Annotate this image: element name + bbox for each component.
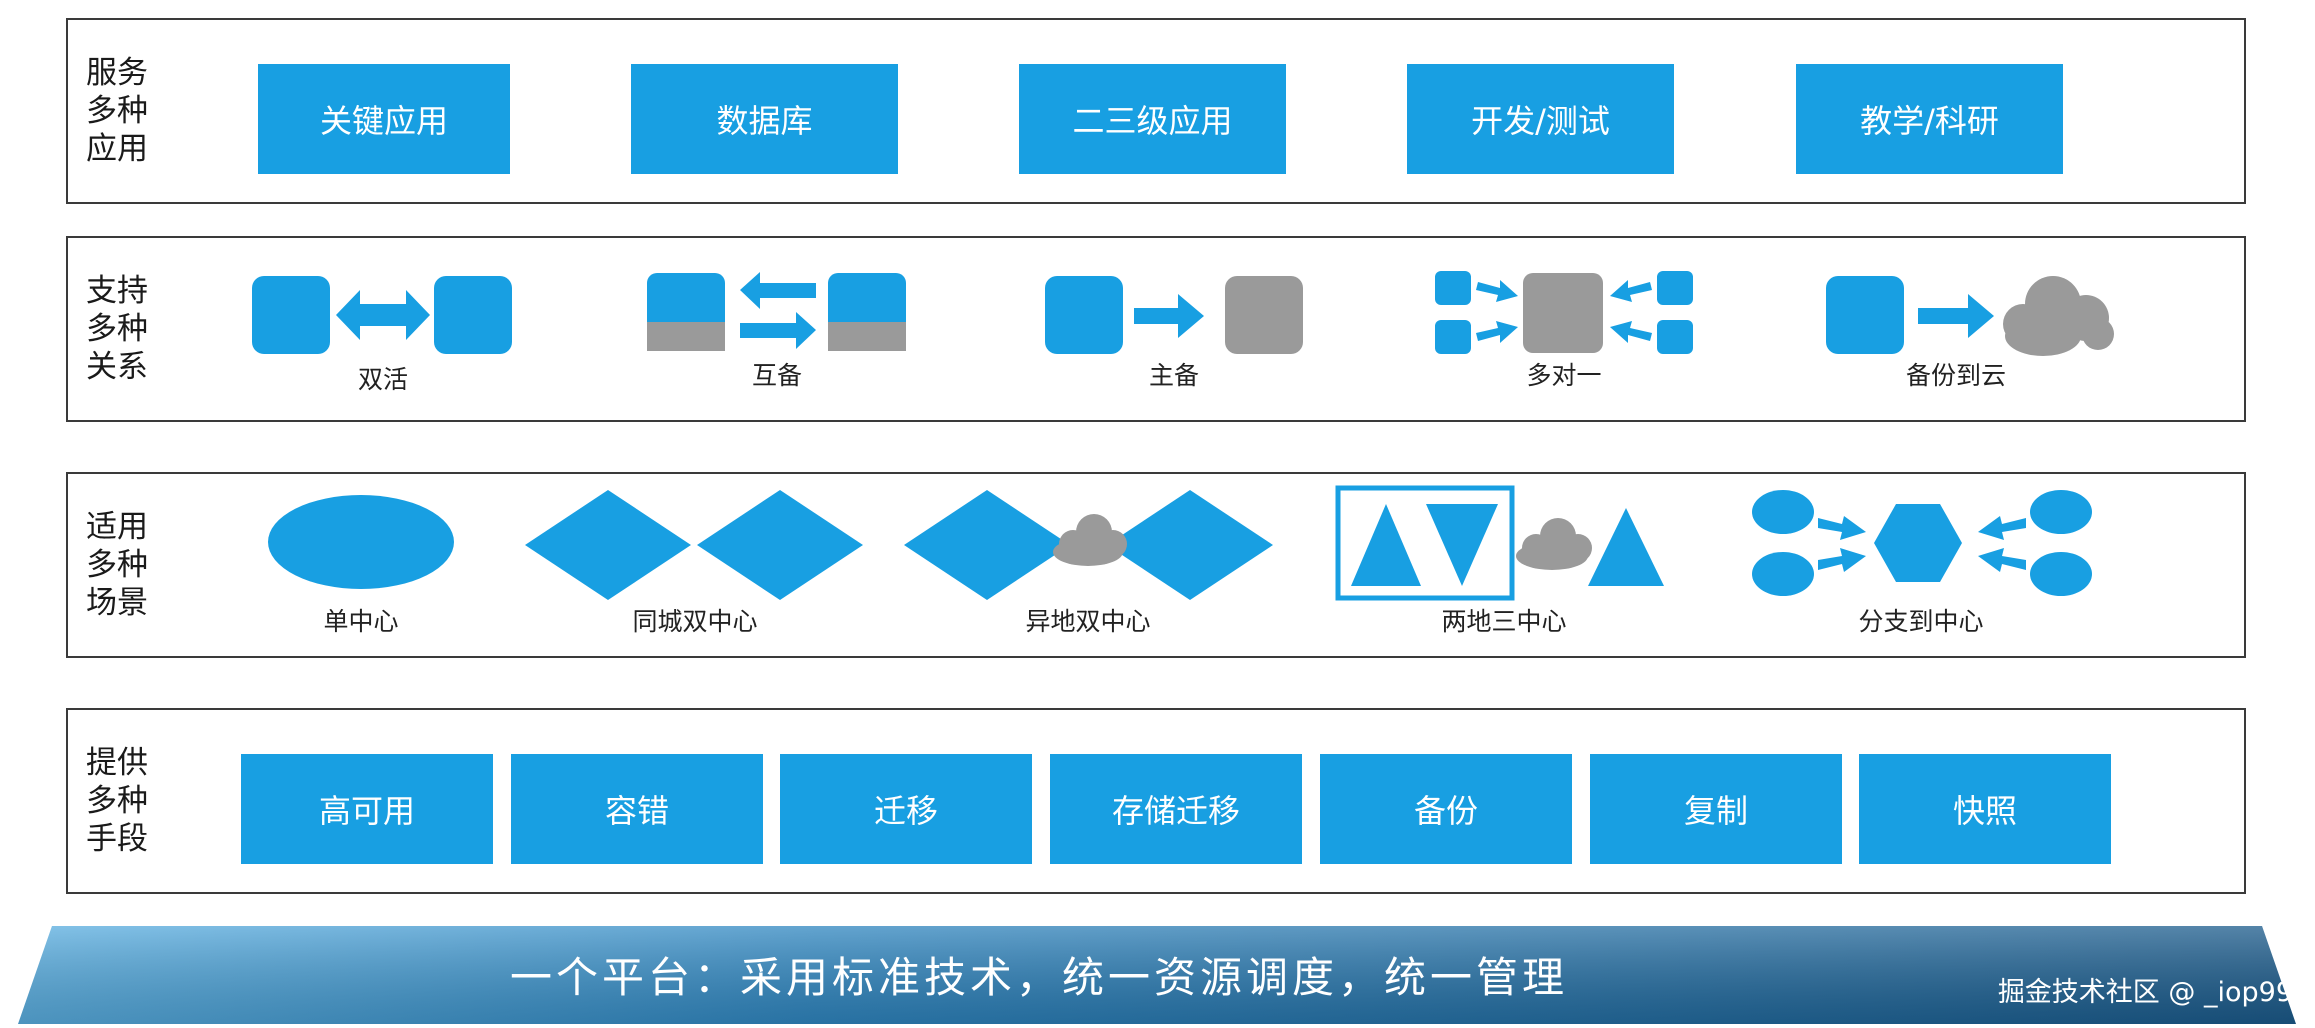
row-methods: 提供 多种 手段 高可用 容错 迁移 存储迁移 备份 复制 快照 bbox=[66, 708, 2246, 894]
mutual-backup-icon bbox=[647, 272, 906, 351]
label-line: 服务 bbox=[86, 55, 148, 91]
scenario-caption-single-center: 单中心 bbox=[323, 607, 399, 636]
service-box-database: 数据库 bbox=[631, 64, 898, 174]
relation-caption-backup-to-cloud: 备份到云 bbox=[1905, 361, 2007, 390]
relation-caption-mutual-backup: 互备 bbox=[751, 361, 803, 390]
watermark: 掘金技术社区 @ _iop99 bbox=[1997, 977, 2293, 1008]
row-scenarios: 适用 多种 场景 bbox=[66, 472, 2246, 658]
label-line: 提供 bbox=[86, 745, 148, 781]
row-services: 服务 多种 应用 关键应用 数据库 二三级应用 开发/测试 教学/科研 bbox=[66, 18, 2246, 204]
relation-caption-primary-standby: 主备 bbox=[1148, 361, 1200, 390]
relation-caption-many-to-one: 多对一 bbox=[1526, 361, 1602, 390]
method-box-migration: 迁移 bbox=[780, 754, 1032, 864]
platform-banner-text: 一个平台：采用标准技术，统一资源调度，统一管理 bbox=[510, 953, 1569, 1002]
scenarios-graphics bbox=[268, 485, 2092, 601]
service-box-dev-test: 开发/测试 bbox=[1407, 64, 1674, 174]
label-line: 多种 bbox=[86, 547, 148, 583]
platform-banner bbox=[18, 926, 2296, 1024]
label-line: 多种 bbox=[86, 783, 148, 819]
scenario-caption-remote-dual: 异地双中心 bbox=[1025, 607, 1151, 636]
many-to-one-icon bbox=[1435, 271, 1693, 354]
label-line: 应用 bbox=[86, 131, 148, 167]
row-label-services: 服务 多种 应用 bbox=[86, 54, 156, 168]
label-line: 关系 bbox=[86, 349, 148, 385]
label-line: 多种 bbox=[86, 311, 148, 347]
same-city-dual-center-icon bbox=[525, 490, 863, 600]
label-line: 多种 bbox=[86, 93, 148, 129]
backup-to-cloud-icon bbox=[1826, 276, 2114, 356]
branch-to-center-icon bbox=[1752, 490, 2092, 596]
method-box-high-availability: 高可用 bbox=[241, 754, 493, 864]
relations-graphics bbox=[252, 271, 2114, 356]
label-line: 手段 bbox=[86, 821, 148, 857]
single-center-ellipse-icon bbox=[268, 495, 454, 589]
row-label-relations: 支持 多种 关系 bbox=[86, 272, 156, 386]
label-line: 适用 bbox=[86, 509, 148, 545]
method-box-storage-migration: 存储迁移 bbox=[1050, 754, 1302, 864]
relation-caption-active-active: 双活 bbox=[357, 365, 409, 394]
method-box-backup: 备份 bbox=[1320, 754, 1572, 864]
service-box-education-research: 教学/科研 bbox=[1796, 64, 2063, 174]
service-box-tier23-apps: 二三级应用 bbox=[1019, 64, 1286, 174]
method-box-replication: 复制 bbox=[1590, 754, 1842, 864]
primary-standby-icon bbox=[1045, 276, 1303, 354]
active-active-icon bbox=[252, 276, 512, 354]
method-box-fault-tolerance: 容错 bbox=[511, 754, 763, 864]
scenario-caption-branch-to-center: 分支到中心 bbox=[1858, 607, 1984, 636]
scenario-caption-two-site-three-center: 两地三中心 bbox=[1441, 607, 1567, 636]
row-relations: 支持 多种 关系 bbox=[66, 236, 2246, 422]
method-box-snapshot: 快照 bbox=[1859, 754, 2111, 864]
row-label-methods: 提供 多种 手段 bbox=[86, 744, 156, 858]
two-site-three-center-icon bbox=[1335, 485, 1664, 601]
label-line: 场景 bbox=[86, 585, 148, 621]
row-label-scenarios: 适用 多种 场景 bbox=[86, 508, 156, 622]
label-line: 支持 bbox=[86, 273, 148, 309]
remote-dual-center-icon bbox=[904, 490, 1273, 600]
scenario-caption-same-city-dual: 同城双中心 bbox=[632, 607, 758, 636]
service-box-critical-apps: 关键应用 bbox=[258, 64, 510, 174]
